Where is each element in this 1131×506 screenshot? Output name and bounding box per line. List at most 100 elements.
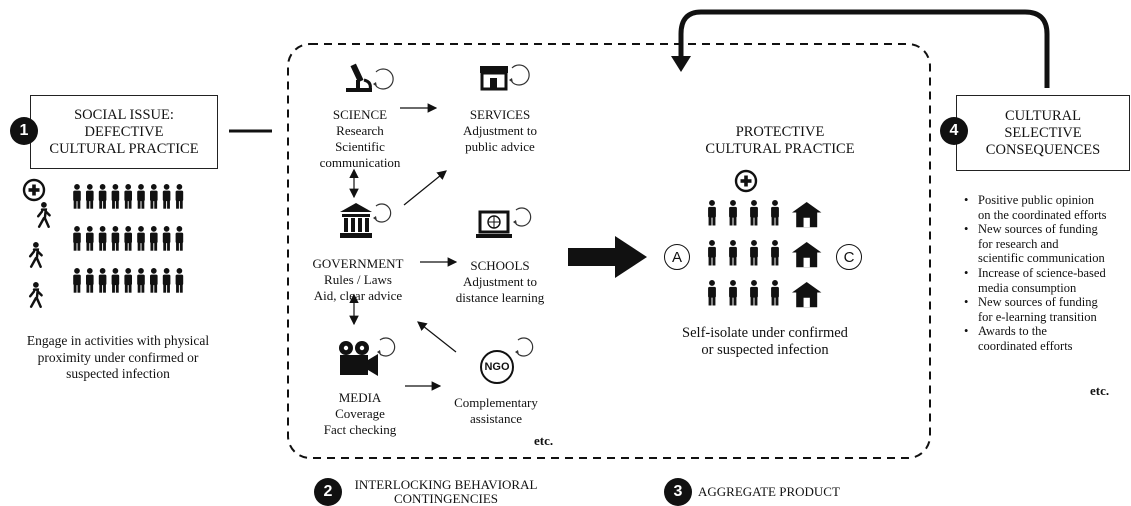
media-title: MEDIA (338, 390, 382, 405)
schools-line-2: distance learning (455, 290, 545, 305)
protective-practice-people (708, 169, 822, 308)
house-icon (792, 242, 822, 268)
issue-desc-line-3: suspected infection (66, 366, 170, 381)
ngo-icon-text: NGO (484, 361, 510, 373)
person-icon (150, 226, 158, 251)
product-desc-line-2: or suspected infection (701, 342, 829, 358)
house-icon (792, 282, 822, 308)
consequences-title-2: SELECTIVE (1004, 124, 1082, 141)
product-title-1: PROTECTIVE (735, 124, 825, 140)
science-title: SCIENCE (332, 107, 388, 122)
person-icon (150, 184, 158, 209)
consequences-title-3: CONSEQUENCES (985, 141, 1101, 158)
person-icon (124, 268, 132, 293)
person-icon (729, 200, 737, 226)
person-icon (98, 184, 107, 209)
marker-c-text: C (843, 248, 855, 266)
person-icon (137, 268, 145, 293)
person-icon (175, 268, 184, 293)
person-icon (771, 240, 779, 266)
person-icon (771, 280, 779, 306)
ngo-line-1: Complementary (454, 395, 538, 410)
person-icon (750, 240, 758, 266)
person-icon (98, 268, 107, 293)
services-line-2: public advice (465, 139, 535, 154)
person-icon (111, 184, 120, 209)
schools-label: SCHOOLS Adjustment to distance learning (440, 258, 560, 306)
person-icon (771, 200, 779, 226)
social-issue-box: SOCIAL ISSUE: DEFECTIVE CULTURAL PRACTIC… (30, 95, 218, 169)
person-icon (162, 184, 171, 209)
person-icon (124, 226, 132, 251)
person-icon (729, 280, 737, 306)
person-icon (137, 226, 145, 251)
issue-desc-line-2: proximity under confirmed or (37, 349, 199, 365)
person-icon (73, 268, 81, 293)
person-icon (708, 280, 716, 306)
person-icon (73, 226, 81, 251)
social-issue-description: Engage in activities with physical proxi… (12, 333, 224, 383)
science-line-1: Research (336, 123, 384, 138)
microscope-icon (346, 63, 394, 92)
product-title: PROTECTIVE CULTURAL PRACTICE (680, 124, 880, 158)
person-icon (750, 200, 758, 226)
person-icon (175, 184, 184, 209)
person-icon (175, 226, 184, 251)
step-number-2: 2 (314, 478, 342, 506)
marker-a-text: A (671, 248, 682, 266)
person-icon (162, 226, 171, 251)
person-icon (750, 280, 758, 306)
feedback-loop-arrow (678, 9, 1050, 88)
interlocking-frame (287, 43, 931, 459)
schools-line-1: Adjustment to (462, 274, 538, 289)
ngo-line-2: assistance (470, 411, 522, 426)
government-line-1: Rules / Laws (324, 272, 392, 287)
ngo-label: Complementary assistance (436, 395, 556, 427)
services-title: SERVICES (469, 107, 531, 122)
government-title: GOVERNMENT (312, 256, 404, 271)
interlocking-caption-1: INTERLOCKING BEHAVIORAL (354, 477, 538, 492)
consequences-box: CULTURAL SELECTIVE CONSEQUENCES (956, 95, 1130, 171)
step-number-1: 1 (10, 117, 38, 145)
government-building-icon (340, 203, 392, 238)
medical-cross-icon (22, 178, 46, 202)
media-line-2: Fact checking (323, 422, 397, 437)
science-label: SCIENCE Research Scientific communicatio… (300, 107, 420, 171)
person-icon (86, 184, 94, 209)
cycle-arrow-icon (375, 68, 394, 90)
person-icon (98, 226, 107, 251)
services-label: SERVICES Adjustment to public advice (440, 107, 560, 155)
walking-person-icon (36, 202, 51, 228)
science-line-3: communication (319, 155, 401, 170)
person-icon (124, 184, 132, 209)
schools-title: SCHOOLS (470, 258, 530, 273)
person-icon (162, 268, 171, 293)
person-icon (111, 268, 120, 293)
product-marker-a: A (664, 244, 690, 270)
product-description: Self-isolate under confirmed or suspecte… (650, 325, 880, 359)
product-title-2: CULTURAL PRACTICE (705, 141, 855, 157)
person-icon (86, 226, 94, 251)
product-desc-line-1: Self-isolate under confirmed (682, 325, 848, 341)
person-icon (137, 184, 145, 209)
media-line-1: Coverage (335, 406, 385, 421)
consequences-etc: etc. (1090, 383, 1110, 398)
cycle-arrow-icon (515, 337, 534, 357)
laptop-globe-icon (476, 207, 532, 238)
services-line-1: Adjustment to (462, 123, 538, 138)
person-icon (708, 200, 716, 226)
house-icon (792, 202, 822, 228)
social-issue-title-1: SOCIAL ISSUE: (74, 106, 174, 123)
media-label: MEDIA Coverage Fact checking (300, 390, 420, 438)
walking-person-icon (28, 242, 43, 268)
interlocking-caption: INTERLOCKING BEHAVIORAL CONTINGENCIES (346, 478, 546, 506)
person-icon (729, 240, 737, 266)
government-label: GOVERNMENT Rules / Laws Aid, clear advic… (296, 256, 420, 304)
medical-cross-icon (734, 169, 758, 193)
interlocking-caption-2: CONTINGENCIES (394, 491, 498, 506)
